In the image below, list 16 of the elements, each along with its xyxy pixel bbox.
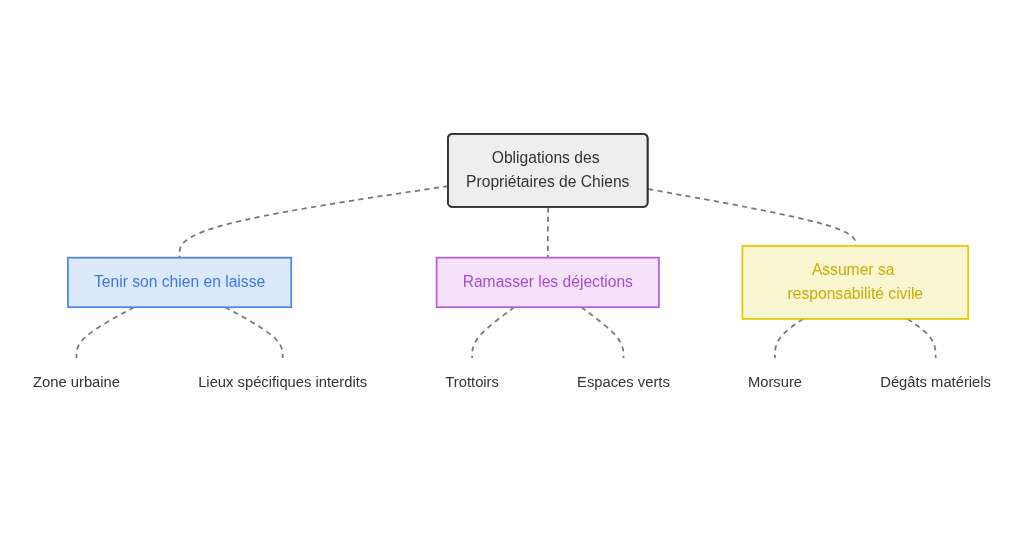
connector [580, 306, 625, 360]
node-box: Tenir son chien en laisse [67, 257, 293, 309]
connector [471, 306, 516, 360]
node-text: Lieux spécifiques interdits [198, 374, 368, 391]
connector [224, 306, 284, 360]
node-text: Espaces verts [577, 374, 670, 391]
connector [546, 206, 550, 259]
node-text: Zone urbaine [33, 374, 120, 391]
connector [906, 318, 937, 360]
node-text: Dégâts matériels [880, 374, 991, 391]
node-text: Morsure [747, 374, 803, 391]
connector [774, 318, 804, 360]
connector [75, 306, 135, 360]
node-box: Ramasser les déjections [435, 257, 660, 309]
node-text: Trottoirs [445, 374, 499, 391]
node-box: Assumer sa responsabilité civile [741, 245, 970, 321]
